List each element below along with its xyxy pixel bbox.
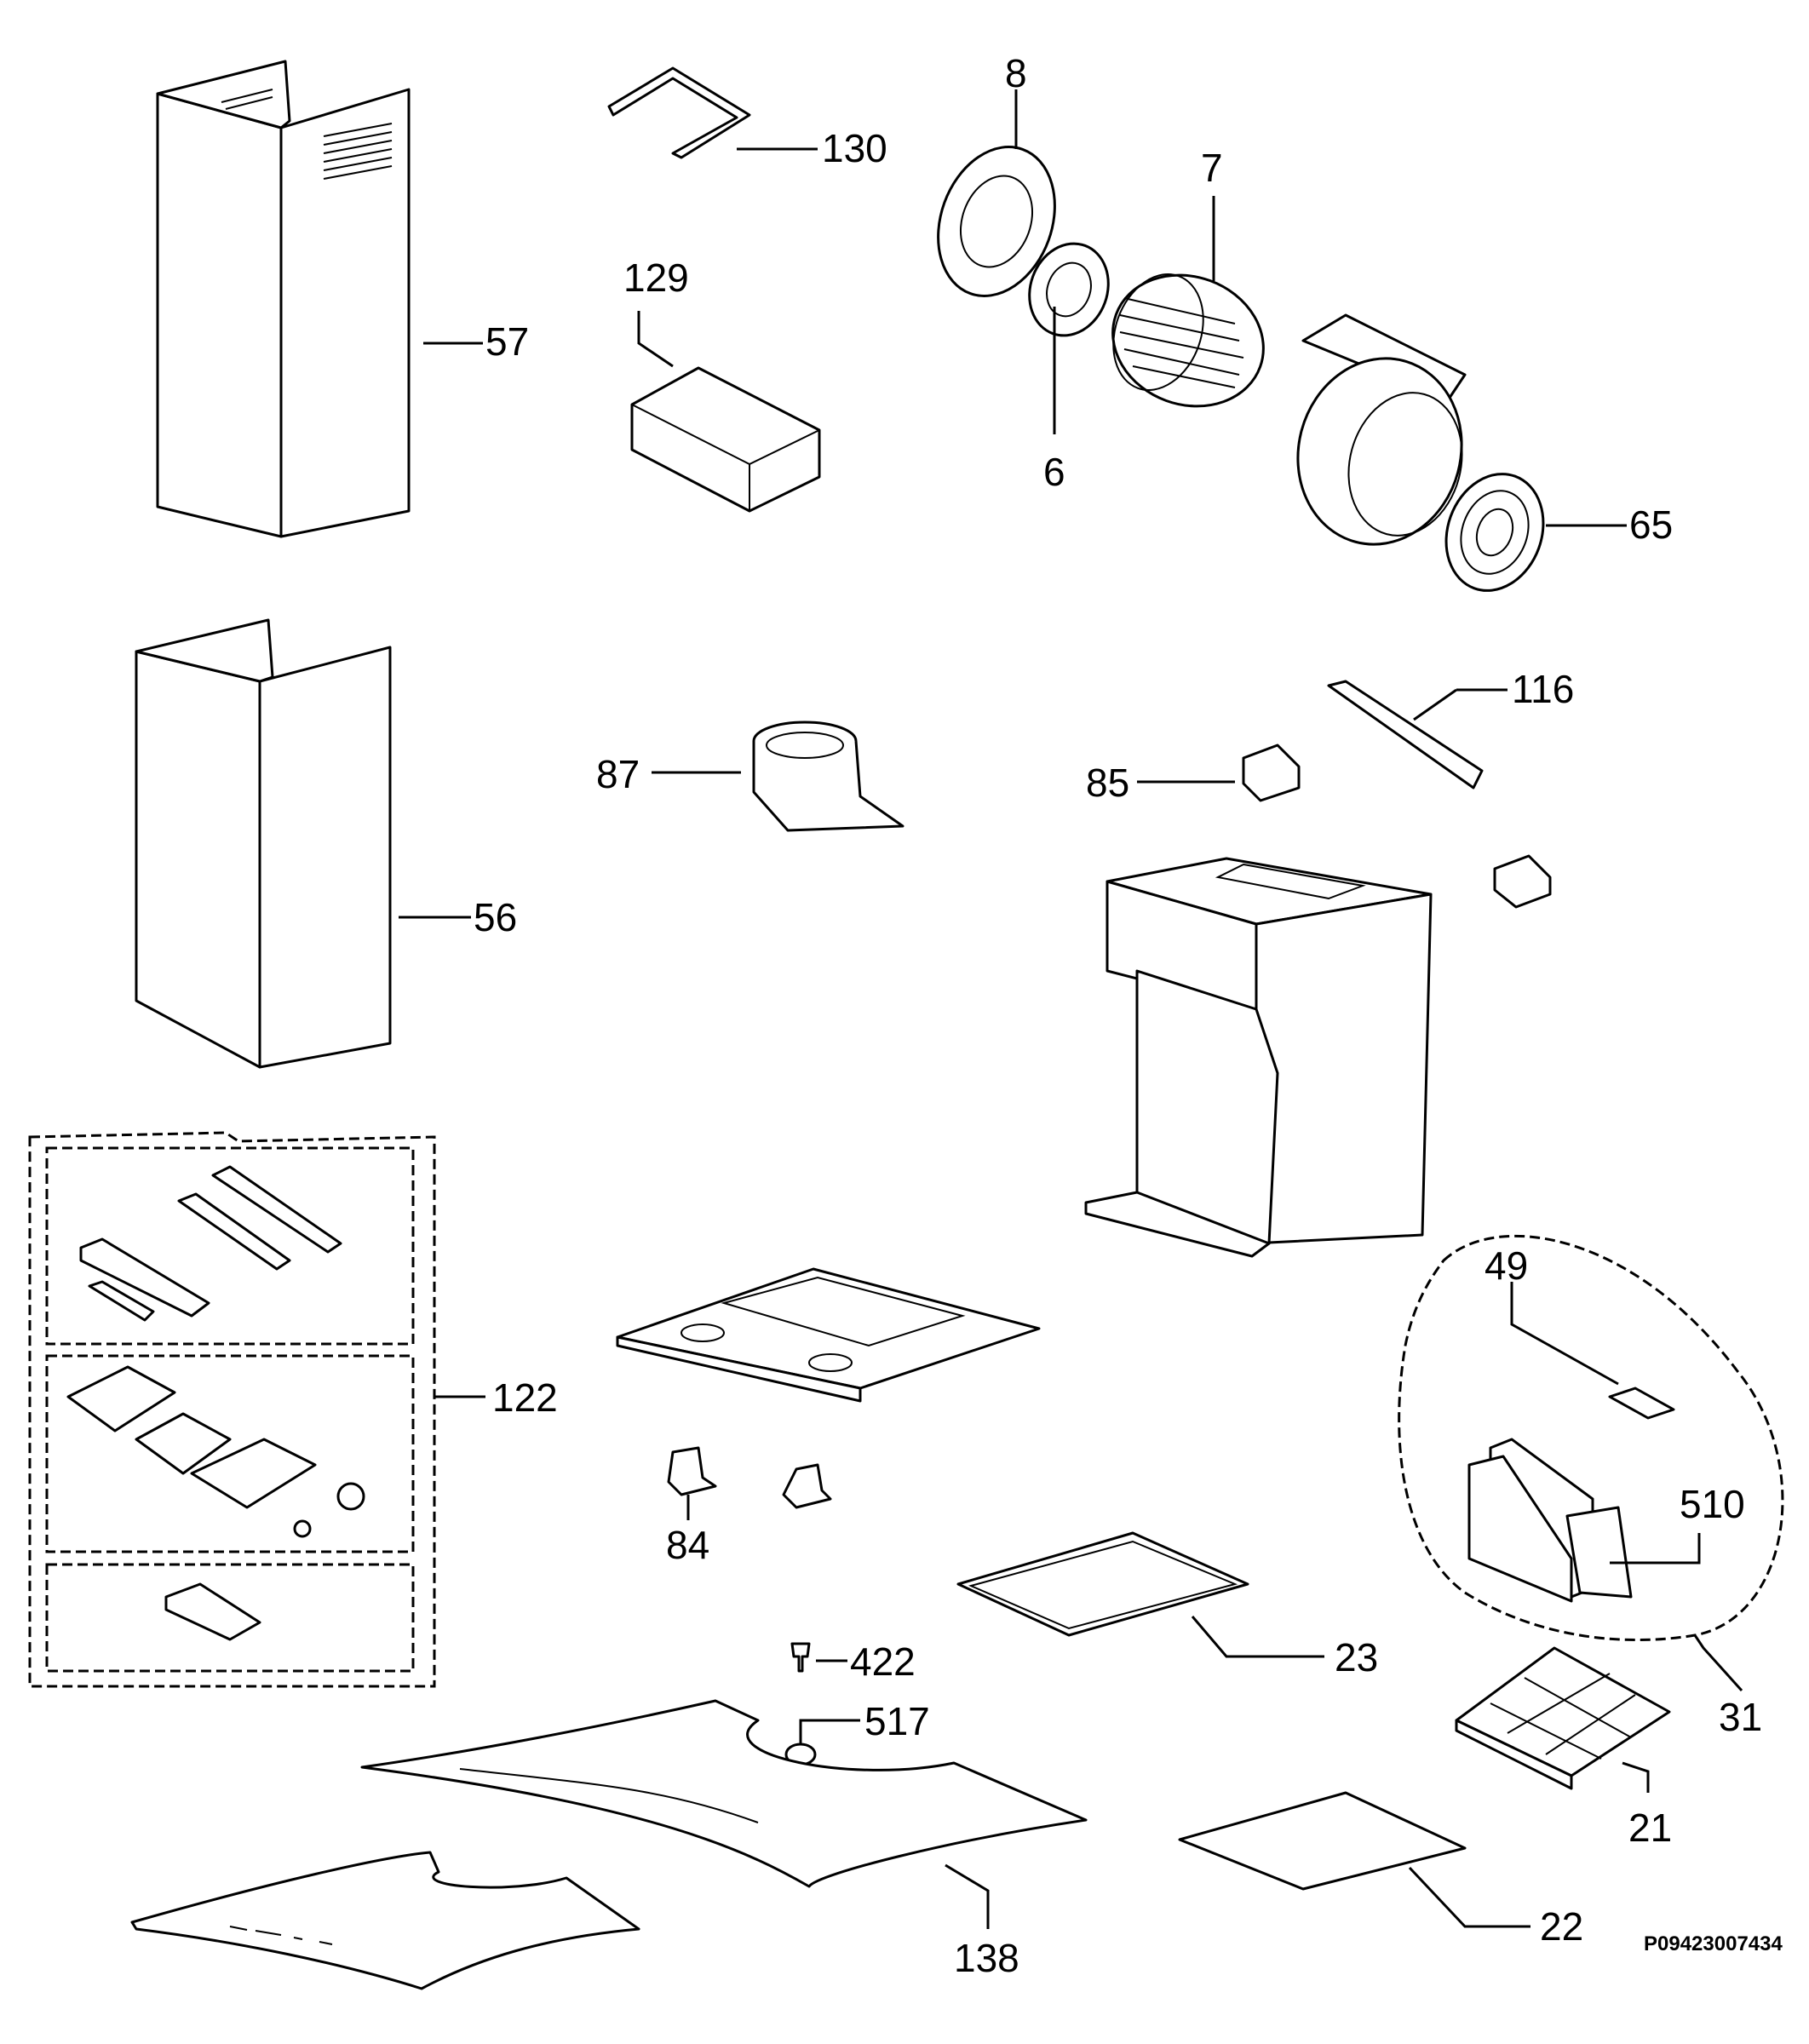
part-129-duct-box: 129 — [623, 256, 821, 513]
part-21-filter-frame: 21 — [1455, 1646, 1672, 1850]
label-31: 84 — [666, 1523, 709, 1567]
part-122-kit: 122 — [28, 1131, 558, 1688]
label-510: 31 — [1719, 1695, 1762, 1739]
label-65: 65 — [1629, 502, 1673, 547]
part-57-upper-chimney: 57 — [156, 60, 529, 538]
mounting-frame — [616, 1267, 1041, 1403]
part-87-collar: 87 — [596, 721, 904, 832]
part-56-lower-chimney: 56 — [135, 618, 517, 1069]
label-8: 8 — [1005, 51, 1027, 95]
part-22-panel: 22 — [1178, 1791, 1583, 1949]
part-510-electronics-group: 31 — [1398, 1234, 1784, 1739]
label-23: 23 — [1335, 1635, 1378, 1679]
blower-housing — [1296, 313, 1467, 546]
part-84-switch: 49 — [1485, 1243, 1675, 1420]
document-code: P09423007434 — [1644, 1932, 1783, 1955]
label-129: 129 — [623, 256, 689, 300]
part-8-motor-plate: 8 — [937, 51, 1056, 297]
part-65-grille: 65 — [1444, 473, 1673, 592]
label-130: 130 — [822, 126, 887, 170]
label-87: 87 — [596, 752, 640, 796]
part-7-motor: 6 — [1028, 242, 1110, 494]
part-6-blower-wheel: 7 — [1111, 146, 1265, 408]
label-84: 49 — [1485, 1243, 1528, 1288]
label-138: 138 — [954, 1936, 1019, 1980]
label-116: 116 — [1512, 667, 1574, 711]
part-116-rail: 116 — [1327, 667, 1574, 789]
label-57: 57 — [485, 319, 529, 364]
inner-body — [1084, 857, 1433, 1258]
label-517: 517 — [864, 1699, 930, 1743]
label-22: 22 — [1540, 1904, 1583, 1949]
part-49-pcb: 510 — [1467, 1438, 1745, 1603]
front-control-panel — [130, 1851, 640, 1990]
part-31-bushing: 84 — [666, 1446, 832, 1567]
label-85: 85 — [1086, 761, 1129, 805]
label-7: 6 — [1043, 450, 1065, 494]
label-21: 21 — [1628, 1806, 1672, 1850]
label-56: 56 — [474, 895, 517, 939]
kit-contents — [66, 1165, 365, 1641]
label-6: 7 — [1201, 146, 1223, 190]
part-422-screw: 422 — [790, 1639, 916, 1684]
label-49: 510 — [1680, 1482, 1745, 1526]
part-23-filter: 23 — [956, 1531, 1378, 1679]
part-130-bracket: 130 — [607, 66, 887, 170]
label-422: 422 — [850, 1639, 916, 1684]
part-85-clip: 85 — [1086, 744, 1552, 909]
part-138-canopy: 138 — [360, 1699, 1088, 1980]
part-517-nut: 517 — [784, 1699, 930, 1766]
label-122: 122 — [492, 1375, 558, 1420]
